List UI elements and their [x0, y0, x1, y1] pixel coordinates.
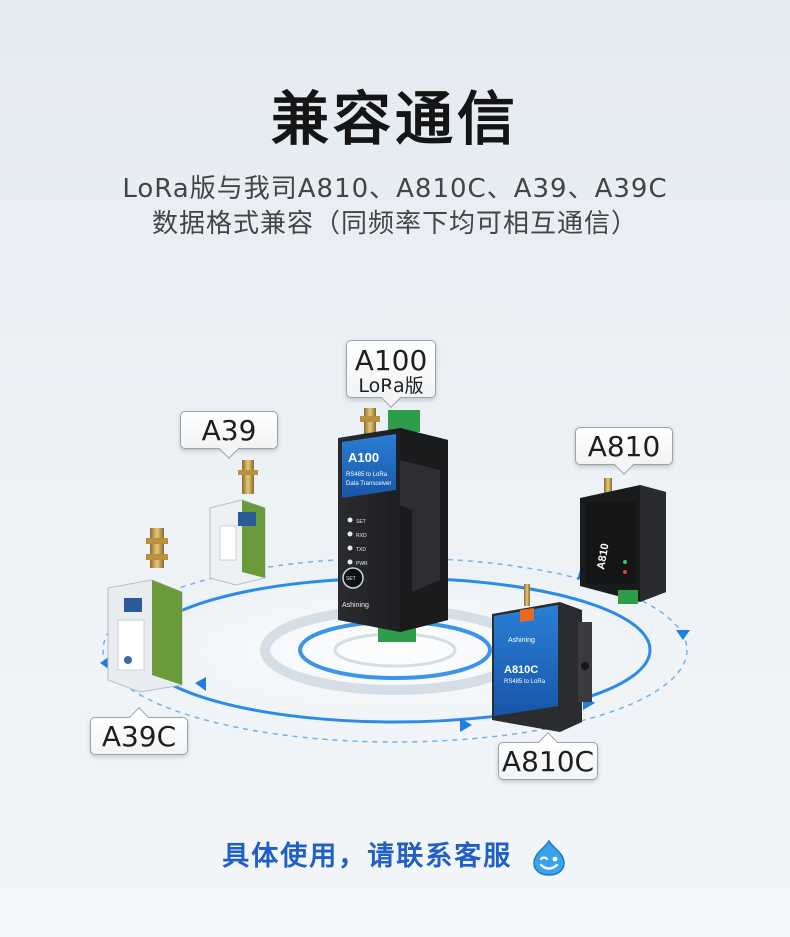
network-rings: A100 RS485 to LoRa Data Transceiver SET … [100, 408, 690, 743]
a39-module [209, 460, 266, 586]
a100-device: A100 RS485 to LoRa Data Transceiver SET … [338, 408, 448, 642]
subtitle-line-1: LoRa版与我司A810、A810C、A39、A39C [122, 174, 668, 204]
label-a810: A810 [575, 427, 673, 475]
led-label: SET [356, 519, 366, 525]
led-label: PWR [356, 561, 368, 567]
label-a100-name: A100 [354, 344, 428, 377]
arrow-icon [195, 677, 206, 691]
label-a39c: A39C [90, 707, 188, 755]
outer-ring [102, 557, 688, 743]
a810c-body-title: A810C [504, 664, 538, 676]
led-label: RXD [356, 533, 367, 539]
set-button-label: SET [346, 576, 356, 582]
footer-text: 具体使用，请联系客服 [222, 841, 513, 872]
a100-body-sub1: RS485 to LoRa [346, 472, 388, 478]
led-label: TXD [356, 547, 366, 553]
label-a810c: A810C [498, 732, 598, 780]
smiley-icon [530, 838, 568, 877]
a810-device: A810 [580, 478, 666, 604]
label-a39c-name: A39C [101, 720, 177, 753]
a810c-body-sub: RS485 to LoRa [504, 679, 546, 685]
a810c-brand: Ashining [508, 637, 535, 644]
arrow-icon [460, 718, 472, 732]
contact-support-link[interactable]: 具体使用，请联系客服 [0, 834, 790, 877]
label-a100-sublabel: LoRa版 [358, 375, 424, 397]
page-title: 兼容通信 [270, 85, 519, 153]
arrow-icon [676, 630, 690, 640]
label-a39: A39 [180, 411, 278, 459]
a100-body-sub2: Data Transceiver [346, 481, 391, 487]
device-diagram: A100 RS485 to LoRa Data Transceiver SET … [0, 280, 790, 820]
label-a810c-name: A810C [501, 745, 595, 778]
a100-brand: Ashining [342, 602, 369, 609]
a810-body-title: A810 [595, 543, 611, 571]
a810c-device: Ashining A810C RS485 to LoRa [492, 584, 592, 732]
a100-body-title: A100 [348, 450, 379, 465]
a39c-module [107, 528, 183, 693]
subtitle-line-2: 数据格式兼容（同频率下均可相互通信） [151, 209, 638, 239]
label-a100: A100 LoRa版 [346, 340, 436, 408]
